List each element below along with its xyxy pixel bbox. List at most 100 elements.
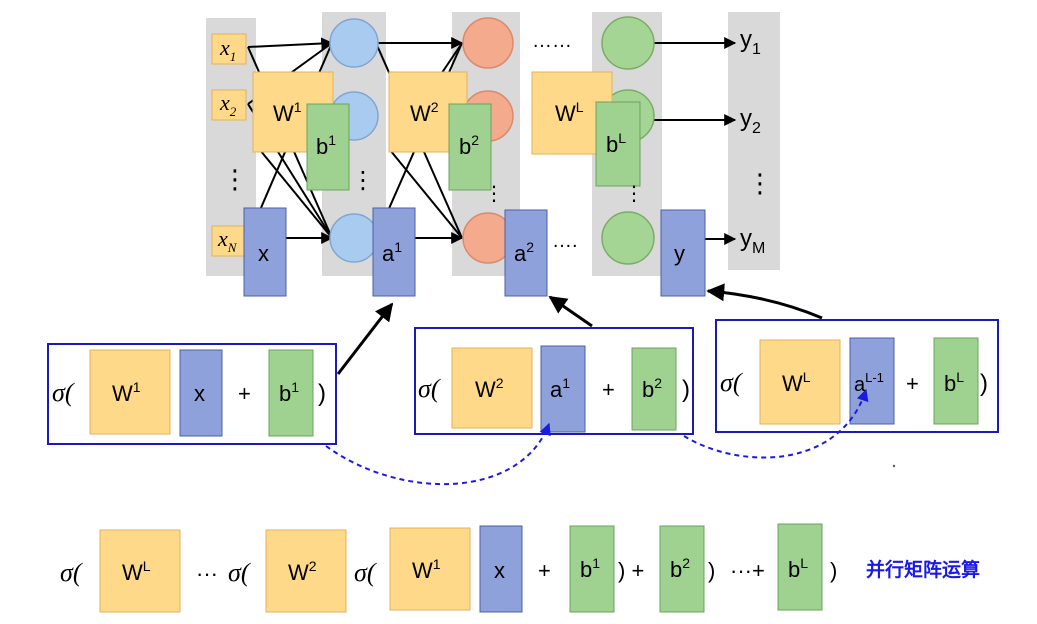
b1-label: b1 xyxy=(316,132,336,159)
f3-b-box xyxy=(933,337,979,425)
input-x2-box xyxy=(211,89,247,121)
f2-plus: + xyxy=(602,377,615,402)
bottom-x: x xyxy=(494,558,505,583)
stray-dot xyxy=(892,464,896,468)
output-yM-label: yM xyxy=(740,225,765,257)
neuron-green xyxy=(601,16,655,70)
bottom-W1-box xyxy=(389,527,471,611)
bias-b1-box xyxy=(306,103,350,191)
f2-b-box xyxy=(631,347,677,431)
bias-b2-box xyxy=(448,103,492,191)
f2-a: a1 xyxy=(550,375,570,402)
f2-a-box xyxy=(540,345,586,433)
bottom-W2: W2 xyxy=(288,558,317,585)
network-text: x1 x2 ⋮ xN W1 b1 W2 b2 WL bL x a1 xyxy=(217,26,773,266)
vector-x-box xyxy=(243,207,287,297)
W1-label: W1 xyxy=(273,99,302,126)
hidden-dots-L: ⋮ xyxy=(624,183,644,205)
f2-W: W2 xyxy=(475,375,504,402)
formula-frame-1 xyxy=(47,343,337,445)
bottom-text: σ( WL ··· σ( W2 σ( W1 x + b1 ) + b2 ) ··… xyxy=(60,555,980,587)
f2-sigma: σ( xyxy=(418,374,441,403)
vector-a2-box xyxy=(504,209,548,297)
WL-label: WL xyxy=(555,99,584,126)
bottom-WL-box xyxy=(99,529,181,613)
bottom-close: ) xyxy=(708,558,715,583)
f1-x-box xyxy=(179,349,223,437)
vector-a1-box xyxy=(372,207,416,297)
neuron-orange xyxy=(462,17,514,69)
ellipsis-mid: …. xyxy=(552,230,578,252)
neurons xyxy=(329,16,655,265)
arrow-f3-to-y xyxy=(706,283,823,320)
input-x1-box xyxy=(211,33,247,65)
f1-W: W1 xyxy=(112,379,141,406)
ellipsis-top: …… xyxy=(532,30,572,52)
f1-W-box xyxy=(89,349,171,435)
bottom-b2-box xyxy=(659,525,705,613)
W2-label: W2 xyxy=(410,99,439,126)
f1-x: x xyxy=(194,381,205,406)
neuron-green xyxy=(601,211,655,265)
bottom-W1: W1 xyxy=(412,556,441,583)
bottom-dots-plus: ···+ xyxy=(730,558,765,583)
formula-text: σ( W1 x + b1 ) σ( W2 a1 + b2 ) σ( WL aL-… xyxy=(52,368,988,407)
edge xyxy=(389,149,463,239)
f3-sigma: σ( xyxy=(720,368,743,397)
dashed-links xyxy=(325,388,869,486)
bottom-sigma-1: σ( xyxy=(60,558,83,587)
bottom-x-box xyxy=(479,525,523,613)
input-xN-label: xN xyxy=(217,226,238,255)
output-panel xyxy=(728,12,780,270)
f3-W-box xyxy=(759,339,841,425)
hidden-dots-2: ⋮ xyxy=(484,183,504,205)
formula-frame-2 xyxy=(414,327,694,435)
f1-b-box xyxy=(268,349,314,437)
formula-frame-3 xyxy=(715,319,999,433)
neuron-blue xyxy=(329,18,379,68)
edge xyxy=(247,37,334,50)
bottom-plus: + xyxy=(538,558,551,583)
bottom-dots-1: ··· xyxy=(196,561,218,586)
f2-b: b2 xyxy=(642,375,662,402)
dashed-link-1 xyxy=(325,422,551,486)
f1-plus: + xyxy=(238,381,251,406)
f3-b: bL xyxy=(944,369,964,396)
output-y1-label: y1 xyxy=(740,26,761,58)
f2-W-box xyxy=(451,347,533,429)
bottom-W2-box xyxy=(265,529,347,613)
bottom-close-final: ) xyxy=(830,558,837,583)
f2-close: ) xyxy=(682,376,690,403)
arrow-f1-to-a1 xyxy=(336,302,394,375)
f3-close: ) xyxy=(980,370,988,397)
bias-bL-box xyxy=(595,101,641,187)
vector-a1-label: a1 xyxy=(382,239,402,266)
bottom-sigma-3: σ( xyxy=(354,558,377,587)
bottom-b2: b2 xyxy=(670,555,690,582)
vector-x-label: x xyxy=(258,241,269,266)
bottom-b1-box xyxy=(569,525,615,613)
output-y2-label: y2 xyxy=(740,105,761,137)
caption-parallel-matrix: 并行矩阵运算 xyxy=(866,558,980,581)
feed-arrows xyxy=(336,283,823,375)
arrow-f2-to-a2 xyxy=(548,295,593,328)
f3-a: aL-1 xyxy=(854,370,884,396)
bottom-b1: b1 xyxy=(580,555,600,582)
neuron-blue xyxy=(329,213,379,263)
input-x1-label: x1 xyxy=(219,35,236,64)
bottom-close-plus: ) + xyxy=(618,558,644,583)
bottom-bL: bL xyxy=(788,555,808,582)
vector-a2-label: a2 xyxy=(514,239,534,266)
hidden-dots-1: ⋮ xyxy=(351,167,375,194)
bottom-WL: WL xyxy=(122,558,151,585)
f1-close: ) xyxy=(318,380,326,407)
f3-W: WL xyxy=(782,369,811,396)
f3-plus: + xyxy=(906,371,919,396)
input-dots: ⋮ xyxy=(222,164,248,194)
bottom-bL-box xyxy=(777,523,823,611)
input-x2-label: x2 xyxy=(219,90,237,119)
f1-b: b1 xyxy=(279,379,299,406)
bottom-sigma-2: σ( xyxy=(228,558,251,587)
